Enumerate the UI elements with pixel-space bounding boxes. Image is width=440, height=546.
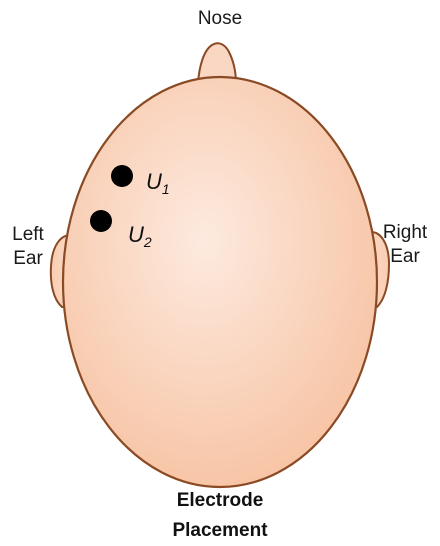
nose-label: Nose — [0, 7, 440, 31]
head-shape — [63, 77, 377, 487]
caption-line-2: Placement — [0, 516, 440, 546]
caption-line-1: Electrode — [0, 486, 440, 516]
electrode-u1-dot — [111, 165, 133, 187]
right-ear-label: Right Ear — [374, 221, 436, 269]
electrode-u2-label: U2 — [128, 223, 152, 247]
electrode-u2-dot — [90, 210, 112, 232]
electrode-u1-label: U1 — [146, 170, 170, 194]
left-ear-label: Left Ear — [6, 223, 50, 271]
